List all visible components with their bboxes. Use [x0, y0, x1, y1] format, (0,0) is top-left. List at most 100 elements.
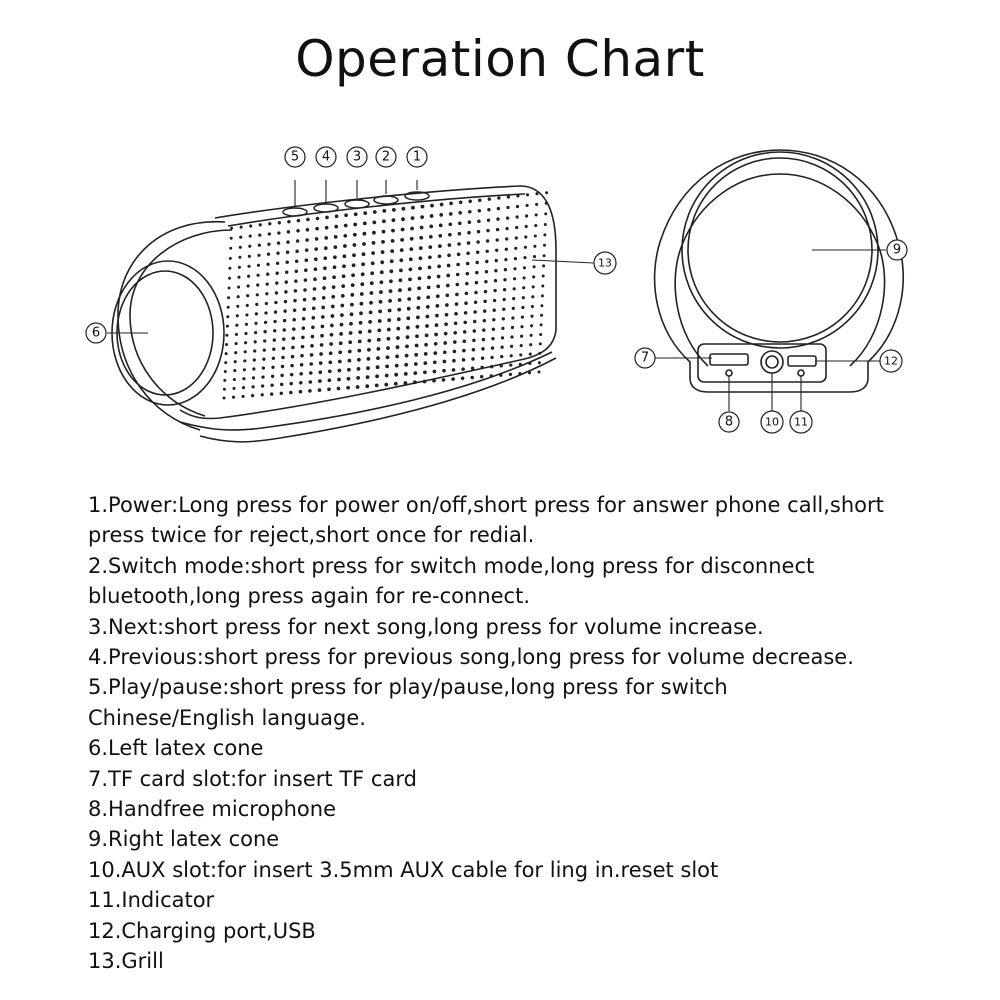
grill-dot	[389, 259, 394, 264]
grill-dot	[324, 225, 329, 230]
grill-dot	[227, 296, 231, 300]
grill-dot	[415, 334, 419, 339]
port-panel	[697, 343, 827, 383]
top-buttons	[282, 191, 430, 217]
grill-dot	[229, 246, 233, 250]
grill-dot	[479, 374, 484, 379]
grill-dot	[451, 377, 455, 381]
grill-dot	[432, 360, 437, 365]
grill-dot	[513, 267, 517, 271]
grill-dot	[261, 366, 266, 370]
grill-dot	[317, 388, 322, 392]
grill-dot	[406, 325, 410, 330]
grill-dot	[464, 291, 469, 296]
grill-dot	[534, 213, 538, 217]
grill-dot	[311, 325, 315, 330]
grill-dot	[541, 274, 545, 278]
grill-dot	[370, 271, 375, 276]
grill-dot	[342, 254, 347, 259]
grill-dot	[370, 261, 375, 266]
grill-dot	[442, 368, 446, 373]
grill-dot	[457, 231, 462, 236]
grill-dot	[445, 303, 449, 307]
callout-1: 1	[406, 146, 428, 168]
grill-dot	[472, 329, 477, 333]
grill-dot	[359, 292, 364, 296]
grill-dot	[530, 305, 534, 309]
grill-dot	[283, 309, 287, 313]
instruction-line: 9.Right latex cone	[88, 827, 280, 852]
grill-dot	[268, 222, 272, 226]
grill-dot	[454, 312, 458, 316]
grill-dot	[438, 233, 443, 238]
grill-dot	[253, 340, 257, 344]
grill-dot	[428, 234, 433, 239]
grill-dot	[491, 337, 495, 341]
grill-dot	[437, 254, 442, 259]
grill-dot	[375, 374, 379, 379]
grill-dot	[350, 302, 354, 307]
grill-dot	[399, 248, 404, 252]
grill-dot	[503, 268, 508, 272]
grill-dot	[304, 268, 308, 272]
grill-dot	[310, 344, 314, 348]
grill-dot	[425, 324, 429, 328]
grill-dot	[475, 260, 479, 265]
grill-dot	[396, 317, 401, 322]
grill-dot	[324, 236, 329, 240]
grill-dot	[522, 276, 526, 280]
grill-dot	[480, 356, 485, 360]
grill-dot	[251, 376, 256, 380]
callout-7: 7	[634, 347, 656, 369]
grill-dot	[504, 247, 508, 251]
grill-dot	[462, 348, 466, 353]
grill-dot	[361, 262, 365, 267]
grill-dot	[310, 334, 315, 339]
grill-dot	[239, 235, 243, 239]
grill-dot	[333, 245, 338, 249]
grill-dot	[245, 313, 249, 317]
grill-dot	[505, 226, 509, 231]
grill-dot	[528, 352, 532, 356]
grill-dot	[522, 266, 527, 270]
grill-dot	[264, 301, 269, 306]
grill-dot	[323, 256, 328, 261]
grill-dot	[463, 311, 468, 315]
grill-dot	[525, 214, 529, 218]
grill-dot	[518, 362, 522, 366]
grill-dot	[391, 218, 396, 223]
grill-dot	[255, 293, 259, 297]
grill-dot	[327, 369, 332, 374]
grill-dot	[296, 229, 300, 233]
grill-dot	[250, 393, 255, 398]
grill-dot	[325, 215, 329, 220]
grill-dot	[477, 219, 481, 223]
grill-dot	[359, 301, 364, 306]
grill-dot	[279, 382, 284, 387]
grill-dot	[425, 314, 430, 319]
grill-dot	[362, 231, 367, 236]
grill-dot	[439, 213, 444, 217]
grill-dot	[351, 273, 355, 278]
grill-dot	[313, 267, 318, 271]
grill-dot	[545, 191, 549, 195]
grill-dot	[455, 292, 459, 297]
grill-dot	[319, 343, 324, 347]
grill-dot	[542, 254, 546, 258]
grill-dot	[434, 323, 439, 327]
grill-dot	[495, 227, 500, 232]
grill-dot	[531, 295, 535, 299]
grill-dot	[241, 394, 245, 398]
grill-dot	[429, 214, 434, 218]
grill-dot	[501, 326, 505, 331]
grill-dot	[481, 337, 486, 342]
grill-dot	[458, 200, 463, 205]
grill-dot	[266, 262, 270, 266]
grill-dot	[248, 244, 252, 248]
grill-dot	[453, 321, 458, 326]
grill-dot	[384, 382, 389, 387]
grill-dot	[350, 293, 355, 297]
callout-9: 9	[886, 239, 908, 261]
grill-dot	[410, 226, 414, 231]
grill-dot	[395, 345, 400, 350]
